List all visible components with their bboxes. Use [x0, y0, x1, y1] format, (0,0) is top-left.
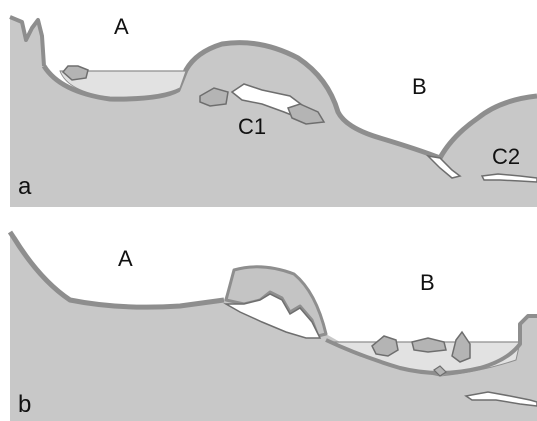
panel-b-block-3: [452, 332, 470, 362]
panel-b-block-1: [372, 336, 398, 356]
panel-b-letter: b: [18, 391, 31, 418]
panel-a-label-A: A: [114, 14, 129, 39]
panel-b-block-2: [412, 338, 446, 352]
panel-b: A B b: [10, 232, 537, 421]
panel-b-label-B: B: [420, 270, 435, 295]
panel-a-label-C2: C2: [492, 144, 520, 169]
panel-a-label-C1: C1: [238, 114, 266, 139]
panel-b-label-A: A: [118, 246, 133, 271]
panel-separator: [0, 207, 537, 225]
panel-a-letter: a: [18, 173, 32, 200]
panel-a: A B C1 C2 a: [10, 14, 537, 207]
panel-a-label-B: B: [412, 74, 427, 99]
